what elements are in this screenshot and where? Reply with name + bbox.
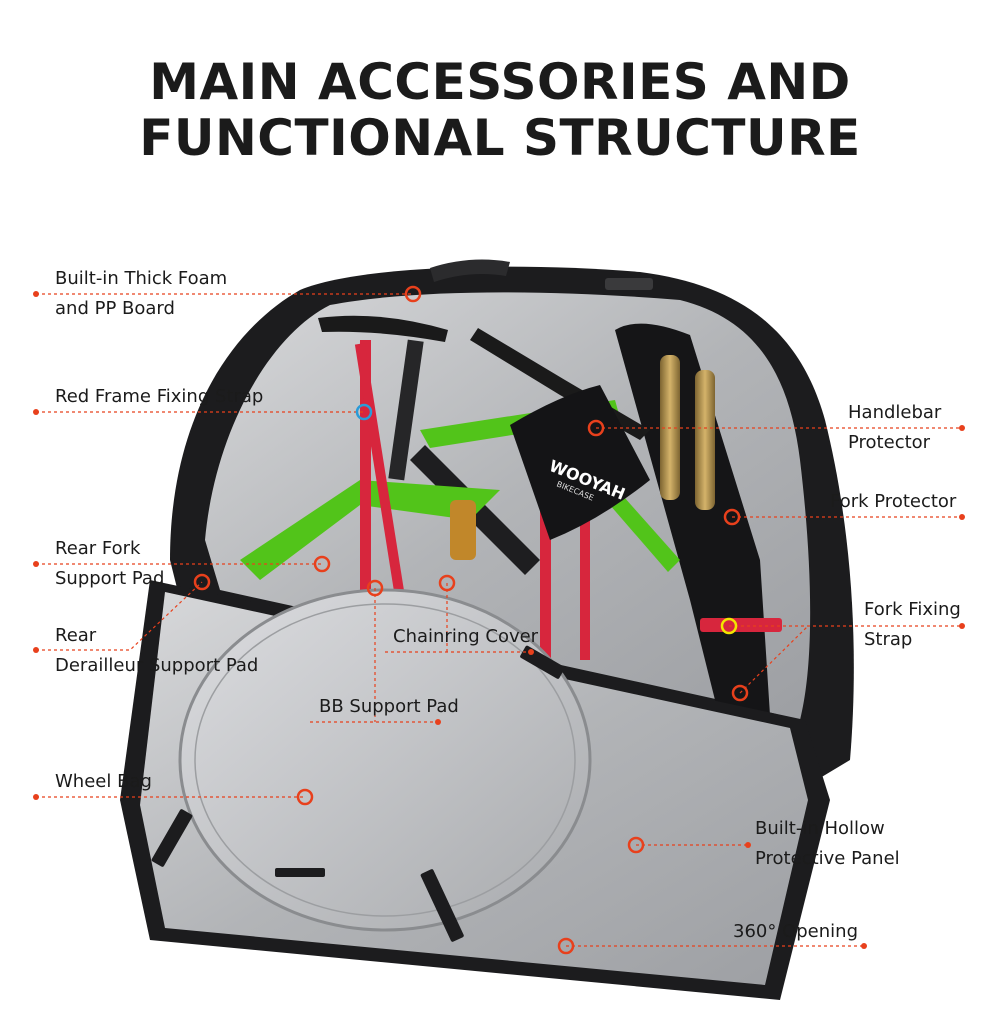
- label-bb-line1: BB Support Pad: [319, 696, 459, 717]
- marker-forkstrap-lower: [731, 684, 749, 702]
- label-opening-line1: 360° Opening: [733, 921, 858, 942]
- dot-derailleur: [33, 647, 39, 653]
- label-strap: Red Frame Fixing Strap: [55, 382, 263, 412]
- marker-wheelbag: [296, 788, 314, 806]
- marker-panel: [627, 836, 645, 854]
- label-rearfork: Rear Fork Support Pad: [55, 534, 164, 594]
- label-panel: Built-in Hollow Protective Panel: [755, 814, 900, 874]
- marker-chainring: [438, 574, 456, 592]
- label-handlebar-line2: Protector: [848, 432, 931, 453]
- dot-forkstrap: [959, 623, 965, 629]
- label-handlebar: Handlebar Protector: [848, 398, 941, 458]
- dot-wheelbag: [33, 794, 39, 800]
- label-opening: 360° Opening: [733, 917, 858, 947]
- page-title: MAIN ACCESSORIES AND FUNCTIONAL STRUCTUR…: [0, 54, 1000, 166]
- dot-bb: [435, 719, 441, 725]
- label-handlebar-line1: Handlebar: [848, 402, 942, 423]
- marker-foam: [404, 285, 422, 303]
- label-foam: Built-in Thick Foam and PP Board: [55, 264, 227, 324]
- leader-end-dots: [33, 291, 965, 949]
- wheel-bag: [151, 588, 592, 942]
- marker-rearfork: [313, 555, 331, 573]
- dot-opening: [861, 943, 867, 949]
- dot-handlebar: [959, 425, 965, 431]
- label-foam-line1: Built-in Thick Foam: [55, 268, 228, 289]
- marker-fork: [723, 508, 741, 526]
- dot-chainring: [528, 649, 534, 655]
- case-handle: [430, 259, 510, 282]
- seat-post: [388, 339, 424, 481]
- leader-lines: [36, 293, 962, 947]
- label-wheelbag-line1: Wheel Bag: [55, 771, 152, 792]
- label-derailleur: Rear Derailleur Support Pad: [55, 621, 258, 681]
- red-strap-4: [580, 450, 590, 660]
- label-derailleur-line2: Derailleur Support Pad: [55, 655, 259, 676]
- marker-derailleur: [193, 573, 211, 591]
- label-fork: Fork Protector: [830, 487, 956, 517]
- label-strap-line1: Red Frame Fixing Strap: [55, 386, 264, 407]
- label-rearfork-line2: Support Pad: [55, 568, 165, 589]
- marker-strap: [355, 403, 373, 421]
- label-panel-line1: Built-in Hollow: [755, 818, 885, 839]
- wheel-bag-seam: [194, 603, 576, 917]
- label-derailleur-line1: Rear: [55, 625, 97, 646]
- handlebar-protector-bag: [510, 385, 650, 540]
- rear-triangle: [240, 480, 500, 580]
- red-strap-1: [360, 340, 371, 640]
- dot-fork: [959, 514, 965, 520]
- title-line-1: MAIN ACCESSORIES AND: [149, 53, 851, 111]
- label-foam-line2: and PP Board: [55, 298, 175, 319]
- fork-fixing-strap-band: [700, 618, 782, 632]
- marker-bb: [366, 579, 384, 597]
- leader-forkstrap-2: [739, 625, 809, 694]
- wheel-bag-handle: [275, 868, 325, 877]
- marker-forkstrap: [720, 617, 738, 635]
- ring-markers: [193, 285, 749, 955]
- dot-strap: [33, 409, 39, 415]
- wheel-bag-disc: [178, 588, 592, 932]
- label-forkstrap-line1: Fork Fixing: [864, 599, 961, 620]
- title-line-2: FUNCTIONAL STRUCTURE: [139, 109, 861, 167]
- rear-shock: [450, 500, 476, 560]
- wheel-bag-strap-bottom: [420, 869, 464, 942]
- red-strap-3: [540, 440, 551, 660]
- wheel-bag-strap-left: [151, 809, 193, 867]
- label-panel-line2: Protective Panel: [755, 848, 900, 869]
- label-forkstrap-line2: Strap: [864, 629, 913, 650]
- handlebar-protector: WOOYAH BIKECASE: [510, 385, 650, 540]
- dot-rearfork: [33, 561, 39, 567]
- seat: [318, 315, 448, 342]
- leader-derailleur: [36, 581, 203, 651]
- dot-foam: [33, 291, 39, 297]
- label-bb: BB Support Pad: [319, 692, 459, 722]
- case-top-buckle: [605, 278, 653, 290]
- label-chainring-line1: Chainring Cover: [393, 626, 539, 647]
- label-chainring: Chainring Cover: [393, 622, 538, 652]
- marker-opening: [557, 937, 575, 955]
- marker-handlebar: [587, 419, 605, 437]
- dot-panel: [745, 842, 751, 848]
- label-fork-line1: Fork Protector: [830, 491, 957, 512]
- label-rearfork-line1: Rear Fork: [55, 538, 141, 559]
- label-wheelbag: Wheel Bag: [55, 767, 152, 797]
- label-forkstrap: Fork Fixing Strap: [864, 595, 961, 655]
- fork-stanchion-right: [695, 370, 715, 510]
